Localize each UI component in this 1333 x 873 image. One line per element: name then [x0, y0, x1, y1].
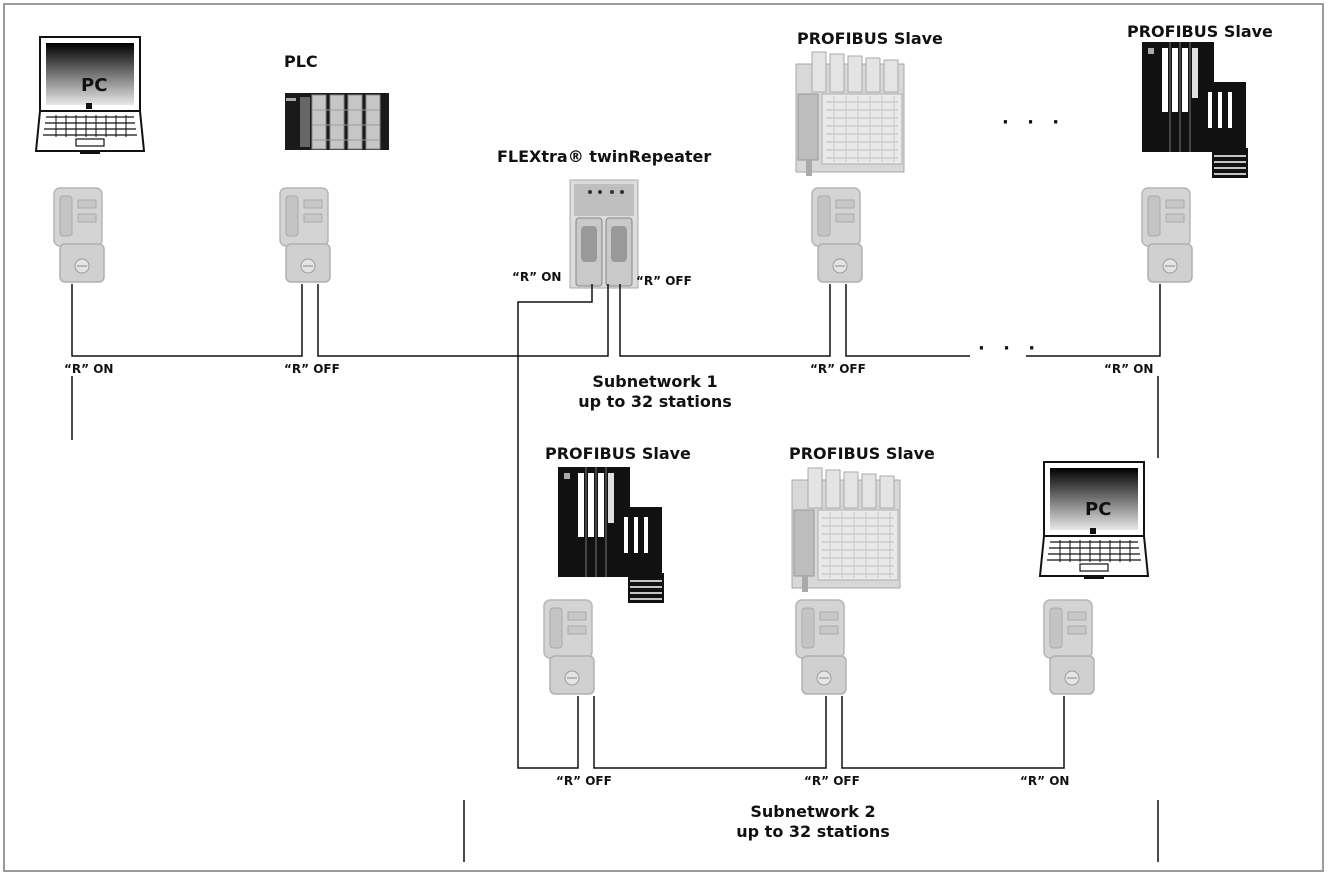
connector-slave-bottom-2: [796, 600, 846, 694]
profibus-slave-top-1-icon: [796, 52, 904, 176]
pc-bottom-icon: [1040, 462, 1148, 579]
connector-slave-bottom-1: [544, 600, 594, 694]
ellipsis-top: · · ·: [1002, 112, 1065, 133]
r-slave-top-1-label: “R” OFF: [810, 362, 866, 376]
plc-icon: [285, 93, 389, 150]
r-pc-top-label: “R” ON: [64, 362, 113, 376]
connector-plc: [280, 188, 330, 282]
repeater-label: FLEXtra® twinRepeater: [497, 147, 711, 166]
r-plc-label: “R” OFF: [284, 362, 340, 376]
profibus-slave-bottom-1-label: PROFIBUS Slave: [545, 444, 691, 463]
subnetwork-2-label: Subnetwork 2 up to 32 stations: [718, 802, 908, 842]
profibus-slave-bottom-2-icon: [792, 468, 900, 592]
subnetwork-2-title: Subnetwork 2: [718, 802, 908, 822]
profibus-slave-top-2-label: PROFIBUS Slave: [1127, 22, 1273, 41]
ellipsis-bus: · · ·: [978, 338, 1041, 359]
repeater-r-right-label: “R” OFF: [636, 274, 692, 288]
connector-pc-bottom: [1044, 600, 1094, 694]
r-slave-bottom-2-label: “R” OFF: [804, 774, 860, 788]
profibus-slave-bottom-1-icon: [558, 467, 664, 603]
subnetwork-1-capacity: up to 32 stations: [560, 392, 750, 412]
subnetwork-2-capacity: up to 32 stations: [718, 822, 908, 842]
r-slave-bottom-1-label: “R” OFF: [556, 774, 612, 788]
bus-subnetwork-1: [72, 284, 1160, 458]
connector-pc-top: [54, 188, 104, 282]
pc-bottom-label: PC: [1085, 499, 1111, 520]
profibus-slave-top-1-label: PROFIBUS Slave: [797, 29, 943, 48]
subnetwork-1-title: Subnetwork 1: [560, 372, 750, 392]
profibus-slave-top-2-icon: [1142, 42, 1248, 178]
r-pc-bottom-label: “R” ON: [1020, 774, 1069, 788]
connector-slave-top-1: [812, 188, 862, 282]
pc-top-label: PC: [81, 75, 107, 96]
repeater-r-left-label: “R” ON: [512, 270, 561, 284]
twin-repeater-icon: [570, 180, 638, 288]
r-slave-top-2-label: “R” ON: [1104, 362, 1153, 376]
plc-label: PLC: [284, 52, 318, 71]
profibus-slave-bottom-2-label: PROFIBUS Slave: [789, 444, 935, 463]
connector-slave-top-2: [1142, 188, 1192, 282]
subnetwork-1-label: Subnetwork 1 up to 32 stations: [560, 372, 750, 412]
